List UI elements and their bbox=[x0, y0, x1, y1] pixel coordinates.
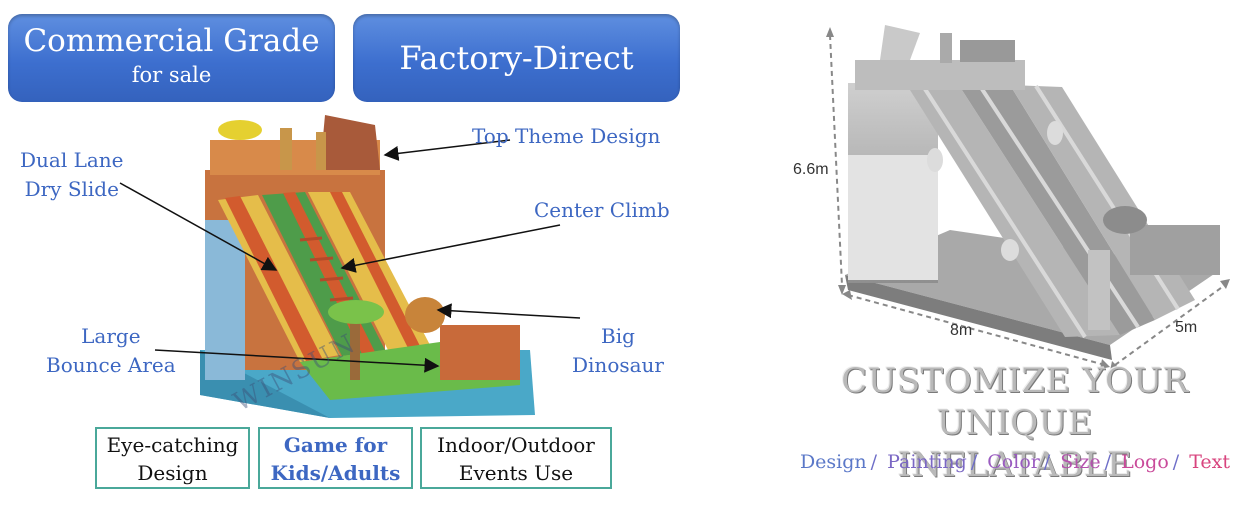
option-design: Design bbox=[799, 451, 867, 473]
option-text: Text bbox=[1189, 451, 1231, 473]
big-line2: Dinosaur bbox=[572, 353, 664, 377]
inflatable-slide-illustration bbox=[119, 115, 581, 418]
length-dimension: 8m bbox=[950, 322, 973, 339]
option-painting: Painting bbox=[887, 451, 967, 473]
big-dinosaur-label: Big Dinosaur bbox=[572, 322, 664, 380]
for-sale-subtitle: for sale bbox=[131, 63, 212, 87]
feature-1-line2: Design bbox=[137, 461, 208, 485]
feature-1-line1: Eye-catching bbox=[106, 433, 239, 457]
commercial-grade-title: Commercial Grade bbox=[23, 23, 320, 59]
commercial-grade-banner: Commercial Grade for sale bbox=[8, 14, 335, 102]
customize-headline: CUSTOMIZE YOUR UNIQUE INFLATABLE bbox=[780, 360, 1250, 486]
feature-3-line1: Indoor/Outdoor bbox=[437, 433, 595, 457]
height-dimension: 6.6m bbox=[793, 161, 829, 178]
large-line1: Large bbox=[81, 324, 141, 348]
feature-game: Game for Kids/Adults bbox=[258, 427, 413, 489]
dual-lane-line2: Dry Slide bbox=[24, 177, 119, 201]
feature-2-line1: Game for bbox=[283, 433, 388, 457]
top-theme-label: Top Theme Design bbox=[472, 124, 661, 148]
headline-line2: INFLATABLE bbox=[897, 445, 1133, 485]
feature-2-line2: Kids/Adults bbox=[270, 461, 401, 485]
feature-eye-catching: Eye-catching Design bbox=[95, 427, 250, 489]
option-size: Size bbox=[1060, 451, 1101, 473]
width-dimension: 5m bbox=[1175, 319, 1198, 336]
large-bounce-area-label: Large Bounce Area bbox=[46, 322, 176, 380]
big-line1: Big bbox=[601, 324, 635, 348]
large-line2: Bounce Area bbox=[46, 353, 176, 377]
option-color: Color bbox=[987, 451, 1040, 473]
dual-lane-line1: Dual Lane bbox=[20, 148, 124, 172]
center-climb-label: Center Climb bbox=[534, 198, 670, 222]
dimension-illustration bbox=[826, 25, 1230, 371]
factory-direct-banner: Factory-Direct bbox=[353, 14, 680, 102]
factory-direct-title: Factory-Direct bbox=[399, 39, 634, 77]
customization-options: Design/ Painting/ Color/ Size/ Logo/ Tex… bbox=[799, 451, 1231, 473]
feature-indoor-outdoor: Indoor/Outdoor Events Use bbox=[420, 427, 612, 489]
dual-lane-label: Dual Lane Dry Slide bbox=[20, 146, 124, 204]
option-logo: Logo bbox=[1121, 451, 1169, 473]
feature-3-line2: Events Use bbox=[458, 461, 574, 485]
headline-line1: CUSTOMIZE YOUR UNIQUE bbox=[841, 361, 1189, 443]
